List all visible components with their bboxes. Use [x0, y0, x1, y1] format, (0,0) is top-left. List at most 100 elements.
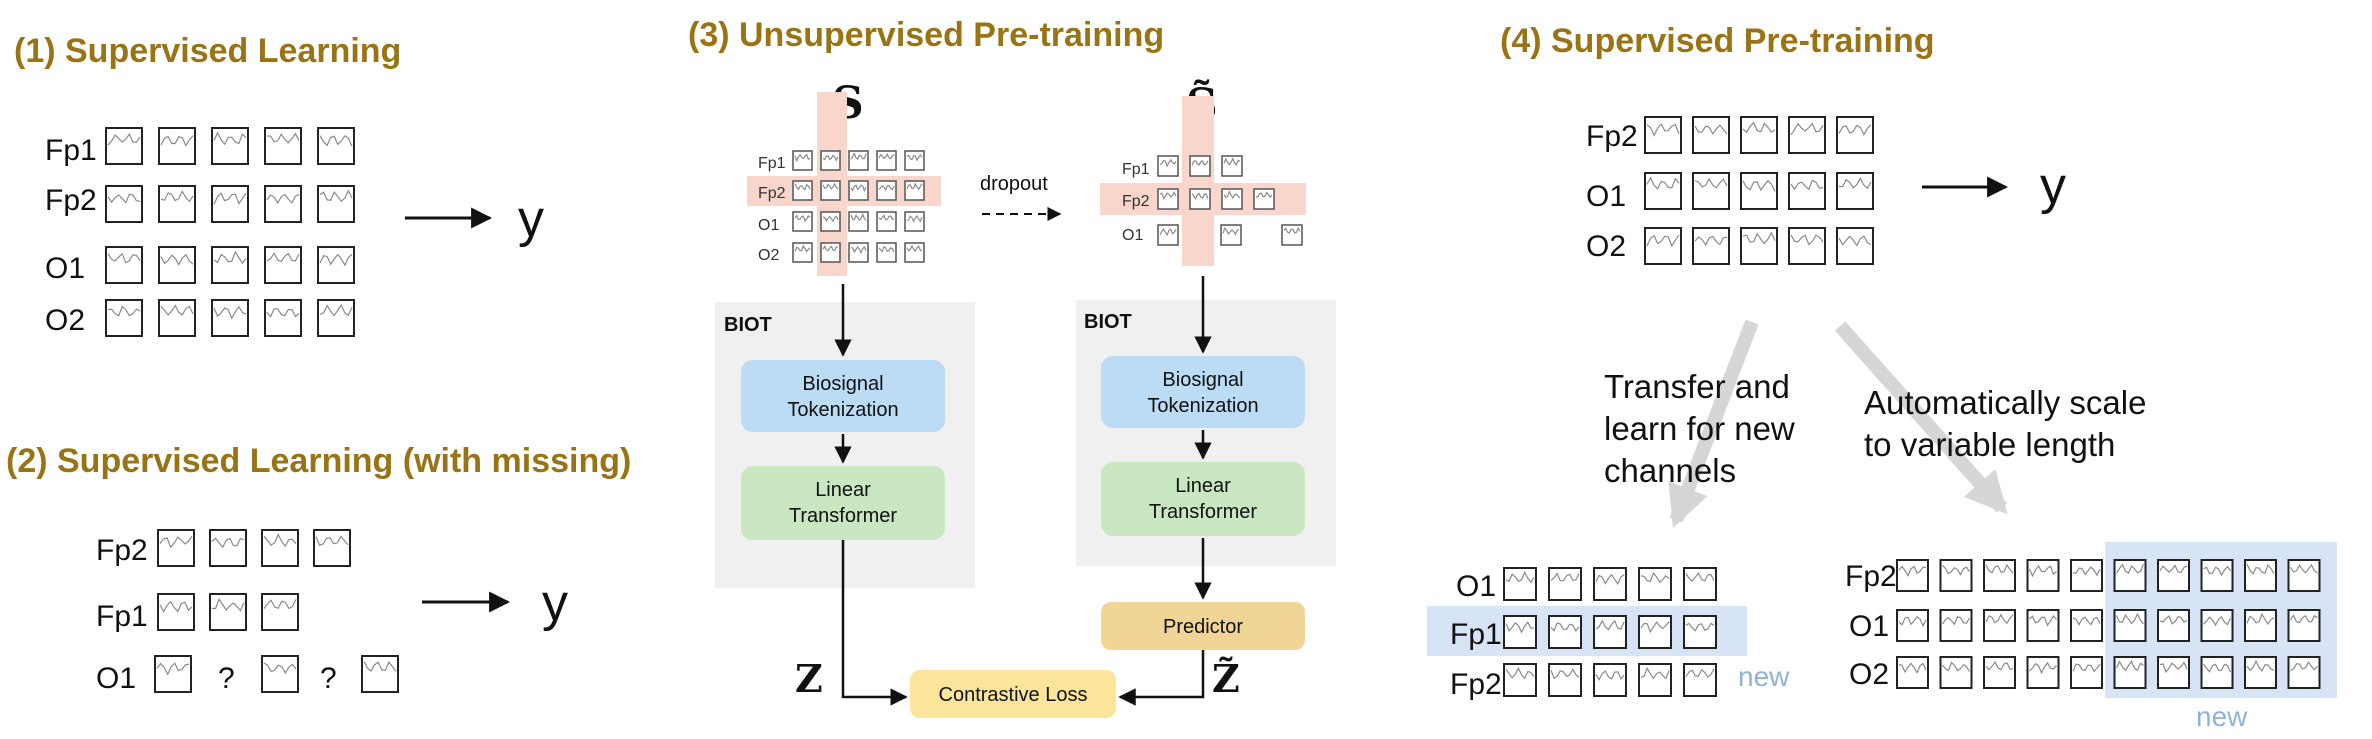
- signal-wave: [107, 252, 141, 264]
- signal-box: [1548, 567, 1582, 601]
- signal-box: [876, 211, 897, 232]
- signal-wave: [2203, 565, 2231, 577]
- signal-wave: [2072, 616, 2101, 626]
- signal-wave: [213, 131, 247, 146]
- signal-wave: [213, 192, 247, 205]
- output-label-y: y: [2040, 157, 2066, 215]
- signal-box: [209, 529, 247, 567]
- tokenization-label: Tokenization: [787, 399, 898, 421]
- signal-box: [1644, 116, 1682, 154]
- signal-box: [848, 150, 869, 171]
- signal-box: [1548, 615, 1582, 649]
- transformer-module: [1101, 462, 1305, 536]
- channel-label: Fp2: [1450, 668, 1502, 701]
- signal-box: [792, 242, 813, 263]
- signal-box: [317, 127, 355, 165]
- signal-wave: [1550, 668, 1580, 680]
- signal-wave: [213, 250, 247, 265]
- signal-grid: [105, 127, 355, 337]
- signal-wave: [1942, 564, 1970, 576]
- signal-box: [2244, 559, 2277, 592]
- signal-box: [2157, 656, 2190, 689]
- signal-wave: [1790, 234, 1824, 246]
- signal-wave: [1255, 191, 1273, 199]
- signal-wave: [1694, 124, 1728, 135]
- panel-supervised-pretraining: (4) Supervised Pre-training Fp2 O1 O2 y …: [1427, 22, 2337, 732]
- channel-label: Fp1: [758, 155, 786, 172]
- panel-unsupervised-pretraining: (3) Unsupervised Pre-training S S̃ Fp1 F…: [688, 16, 1336, 718]
- signal-wave: [1505, 570, 1535, 584]
- dropout-label: dropout: [980, 173, 1048, 195]
- signal-box: [876, 180, 897, 201]
- channel-label: Fp2: [96, 534, 148, 567]
- signal-wave: [822, 244, 839, 252]
- signal-box: [820, 211, 841, 232]
- signal-wave: [2289, 563, 2318, 574]
- signal-box: [1740, 227, 1778, 265]
- signal-box: [1157, 155, 1179, 177]
- signal-wave: [822, 215, 839, 223]
- signal-box: [2113, 559, 2147, 592]
- signal-wave: [878, 245, 895, 253]
- signal-wave: [1646, 234, 1680, 248]
- signal-box: [1836, 172, 1874, 210]
- transformer-module: [741, 466, 945, 540]
- signal-wave: [1742, 231, 1776, 245]
- signal-box: [158, 299, 196, 337]
- tokenization-label: Biosignal: [802, 373, 883, 395]
- signal-box: [209, 593, 247, 631]
- signal-box: [1983, 656, 2016, 689]
- flow-arrow: [841, 540, 908, 706]
- signal-box: [105, 299, 143, 337]
- signal-box: [105, 246, 143, 284]
- signal-wave: [2290, 661, 2318, 671]
- signal-box: [820, 150, 841, 171]
- signal-box: [2200, 656, 2234, 689]
- signal-wave: [1191, 160, 1209, 166]
- signal-grid: [1157, 188, 1275, 210]
- signal-wave: [315, 535, 349, 546]
- signal-box: [211, 299, 249, 337]
- new-label: new: [2196, 701, 2248, 732]
- signal-wave: [263, 599, 297, 610]
- channel-label: O1: [1586, 180, 1626, 213]
- channel-label: O1: [1456, 570, 1496, 603]
- tokenization-module: [741, 360, 945, 432]
- signal-wave: [2159, 615, 2188, 625]
- signal-box: [264, 299, 302, 337]
- signal-box: [105, 127, 143, 165]
- signal-grid: [792, 150, 925, 263]
- new-label: new: [1738, 661, 1790, 692]
- transfer-arrow: [1668, 319, 1759, 528]
- signal-wave: [2203, 663, 2232, 673]
- signal-wave: [1838, 235, 1872, 247]
- signal-wave: [850, 184, 867, 193]
- signal-wave: [794, 214, 811, 223]
- tokenization-module: [1101, 356, 1305, 428]
- channel-label: O1: [1122, 227, 1143, 244]
- signal-box: [1638, 567, 1672, 601]
- signal-grid: [1896, 559, 2321, 689]
- signal-box: [264, 246, 302, 284]
- signal-wave: [794, 153, 811, 163]
- channel-label: O1: [1849, 610, 1889, 643]
- signal-box: [1692, 172, 1730, 210]
- signal-box: [1221, 155, 1243, 177]
- signal-wave: [2072, 663, 2101, 673]
- signal-box: [876, 242, 897, 263]
- signal-box: [2244, 656, 2277, 689]
- signal-grid: [157, 593, 299, 631]
- transformer-label: Linear: [815, 479, 871, 501]
- signal-wave: [1985, 613, 2014, 625]
- channel-label: Fp2: [1845, 560, 1897, 593]
- scale-caption: Automatically scale: [1864, 384, 2146, 421]
- signal-wave: [1694, 235, 1728, 247]
- signal-wave: [2029, 661, 2057, 675]
- signal-box: [1548, 663, 1582, 697]
- signal-wave: [160, 135, 194, 147]
- signal-wave: [1505, 621, 1535, 634]
- signal-box: [2287, 559, 2321, 592]
- signal-wave: [1505, 666, 1535, 680]
- signal-box: [1503, 567, 1537, 601]
